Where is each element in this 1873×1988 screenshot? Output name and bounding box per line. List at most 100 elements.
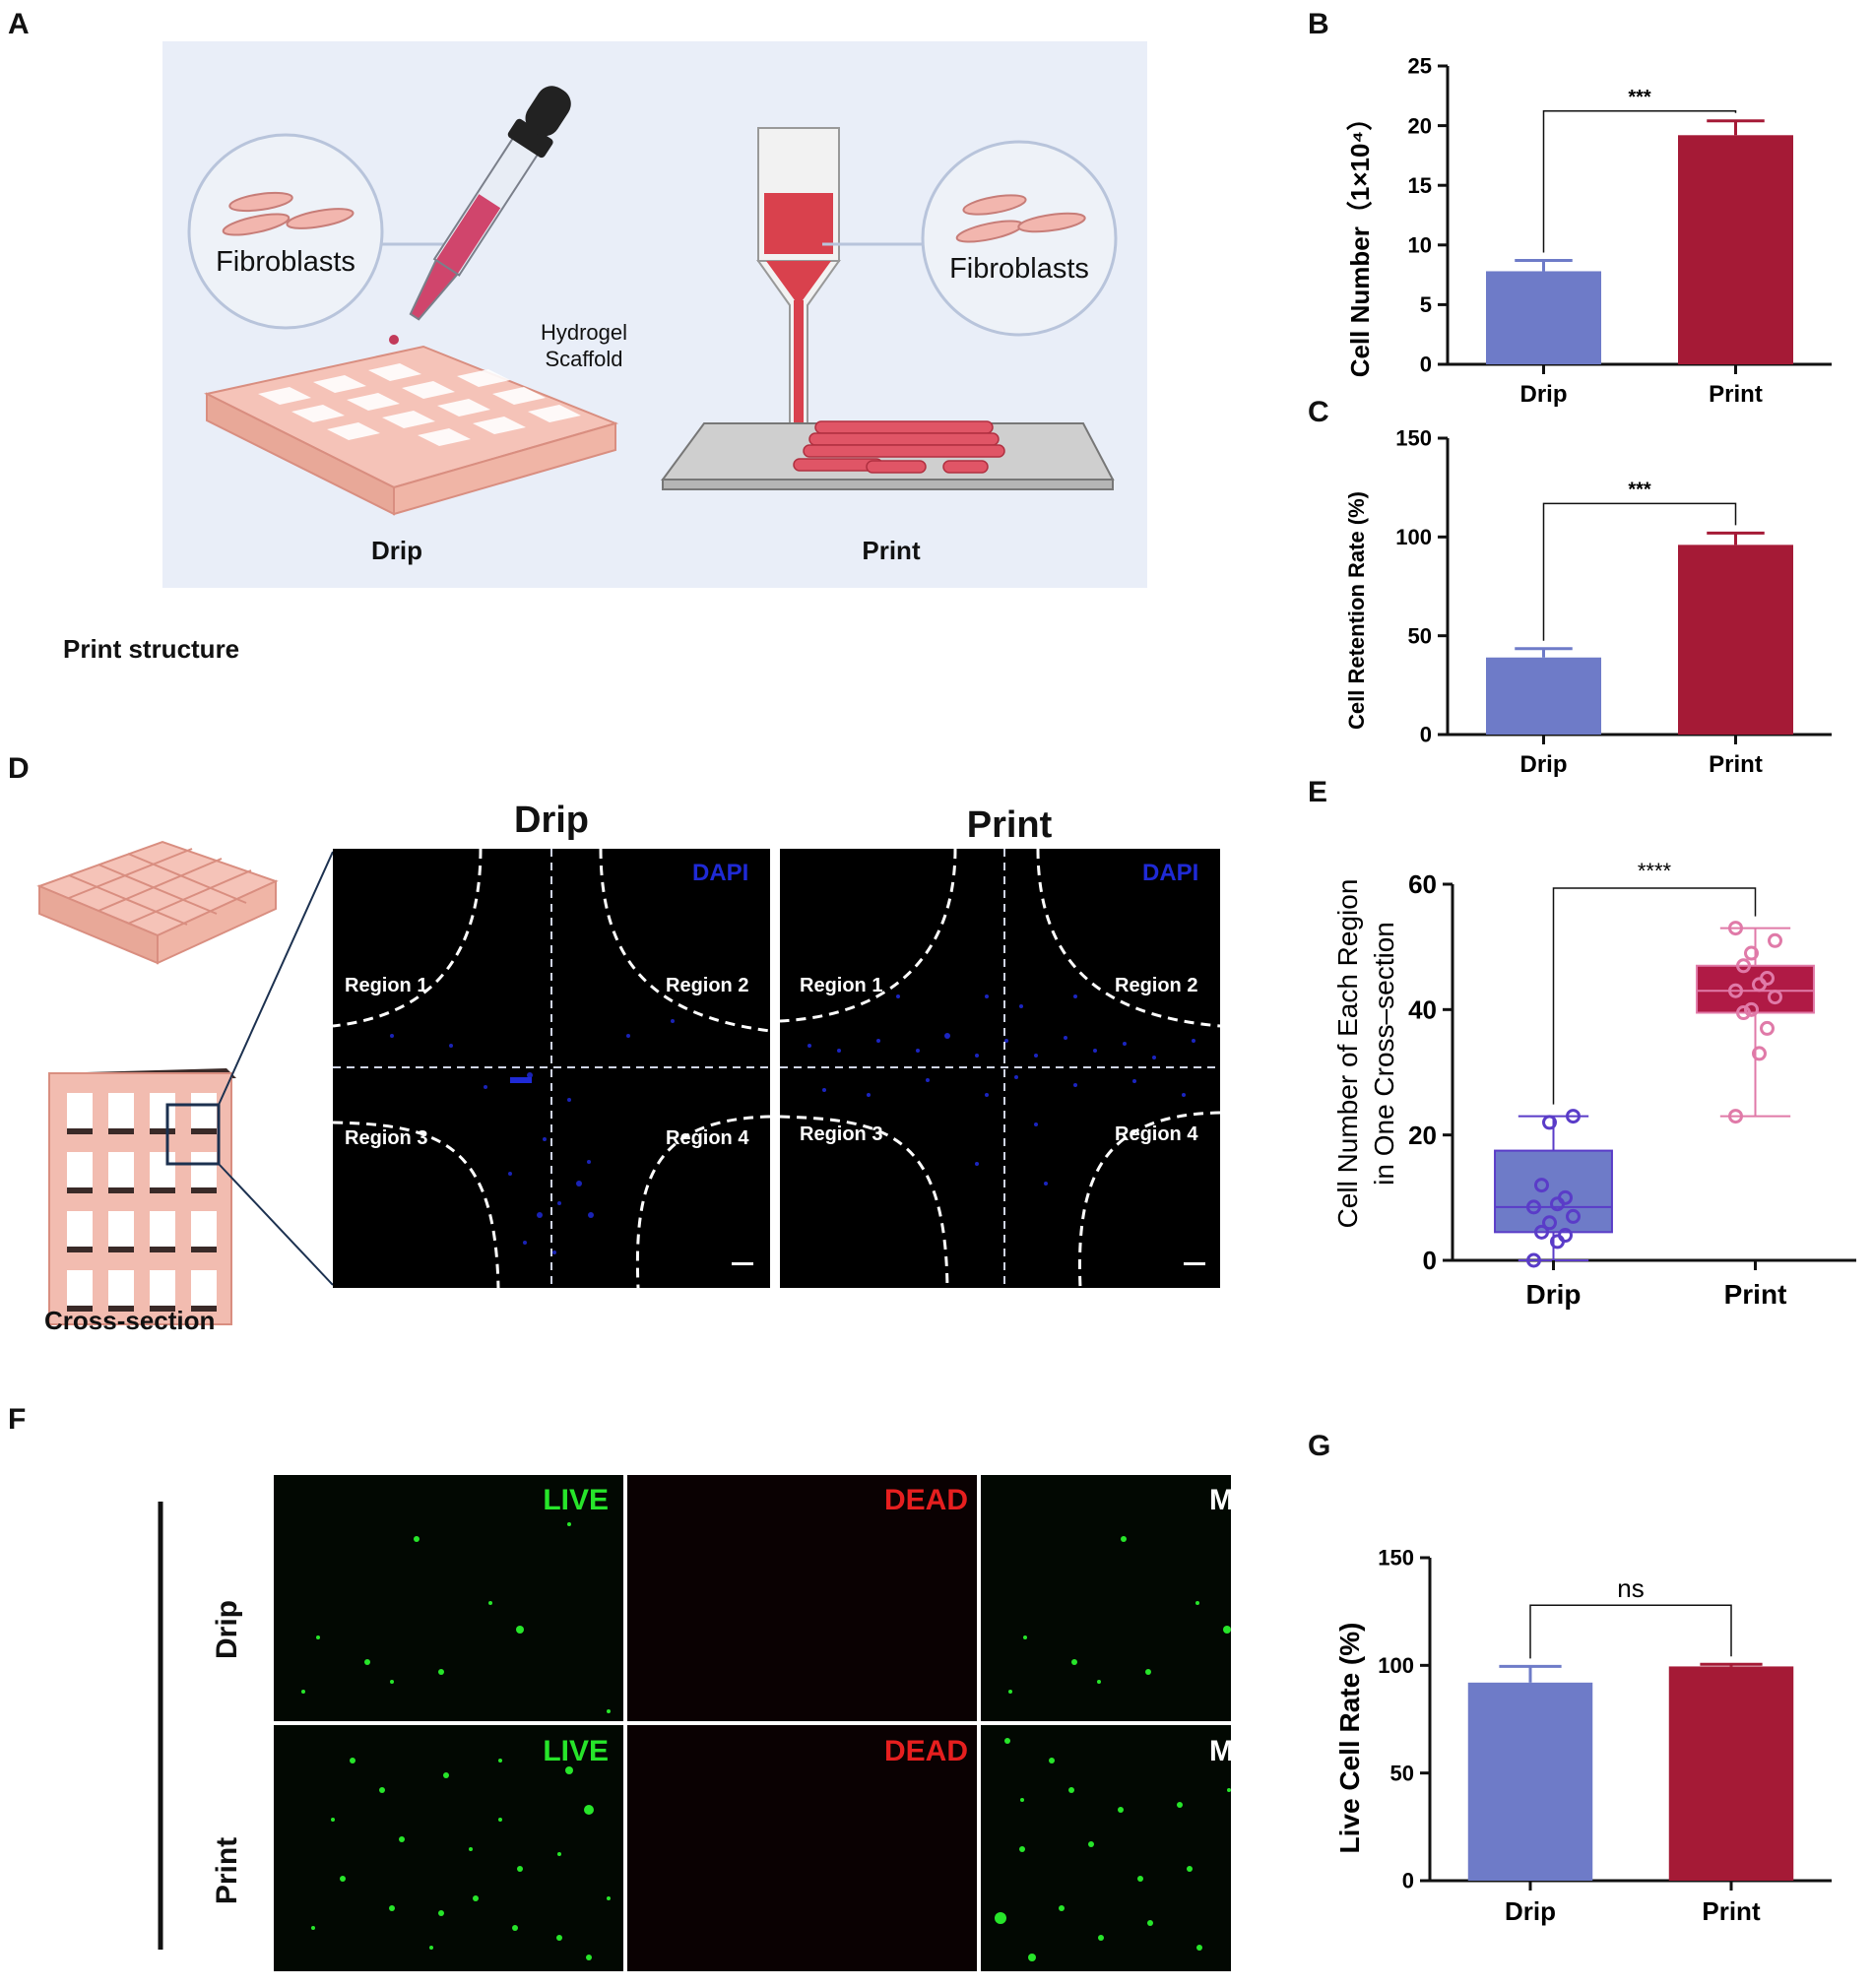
col-label-live-drip: LIVE [543, 1484, 609, 1516]
printer-nozzle-icon [756, 127, 924, 424]
chart-e-data-point [1736, 958, 1751, 974]
dapi-drip-title: Drip [514, 800, 589, 841]
dapi-label-print: DAPI [1142, 860, 1198, 886]
chart-g-ytick-label: 150 [1378, 1546, 1414, 1571]
image-drip-live [274, 1475, 623, 1721]
fibroblast-circle-left: Fibroblasts [187, 133, 384, 330]
chart-e-data-point [1744, 945, 1759, 961]
chart-c-ytick-label: 50 [1408, 623, 1432, 648]
col-label-merge-print: MERGE [1209, 1735, 1231, 1767]
chart-e: Cell Number of Each Region in One Cross–… [1332, 859, 1856, 1310]
scale-bar-drip [732, 1262, 753, 1265]
chart-e-data-point [1760, 1020, 1775, 1036]
dapi-image-drip: DAPI Region 1 Region 2 Region 3 Region 4 [332, 848, 771, 1289]
chart-b-significance-bracket [1542, 110, 1737, 253]
region-2-label-drip: Region 2 [666, 975, 748, 996]
hydrogel-scaffold-icon [204, 345, 619, 516]
dapi-print-title: Print [967, 804, 1053, 846]
zoom-box [165, 1103, 221, 1166]
chart-e-data-point [1744, 1001, 1759, 1017]
hydrogel-label-line1: Hydrogel [541, 320, 627, 345]
panel-letter-a: A [8, 8, 30, 40]
chart-g-bar-print [1668, 1666, 1794, 1881]
chart-e-data-point [1534, 1178, 1549, 1193]
chart-c-xtick-label: Drip [1520, 751, 1568, 778]
chart-c-bar-drip [1486, 657, 1601, 735]
chart-b-xtick-label: Drip [1520, 381, 1568, 408]
dapi-image-print: DAPI Region 1 Region 2 Region 3 Region 4 [779, 848, 1221, 1289]
region-1-label-drip: Region 1 [345, 975, 427, 996]
region-3-label-drip: Region 3 [345, 1127, 427, 1149]
merge-cells-drip [1008, 1536, 1231, 1694]
panel-f-images: Drip Print [158, 1475, 1231, 1971]
hydrogel-label-line2: Scaffold [545, 347, 622, 371]
chart-b-bar-print [1678, 135, 1793, 364]
chart-e-data-point [1768, 990, 1782, 1005]
panel-a-schematic: Fibroblasts [63, 41, 1147, 664]
chart-c-ytick-label: 100 [1395, 525, 1432, 549]
cross-section-scaffold-icon [48, 1068, 236, 1325]
chart-g-ylabel: Live Cell Rate (%) [1334, 1623, 1365, 1854]
region-2-label-print: Region 2 [1115, 975, 1197, 996]
chart-g-bar-drip [1467, 1682, 1593, 1881]
chart-g-xtick-label: Drip [1505, 1896, 1556, 1926]
panel-d-dapi-images: Drip Print DAPI Region 1 Region 2 Region… [332, 800, 1221, 1289]
chart-b-ytick-label: 5 [1420, 292, 1432, 317]
chart-e-data-point [1752, 1046, 1767, 1061]
merge-cells-print [995, 1738, 1231, 1961]
chart-b-ytick-label: 0 [1420, 353, 1432, 377]
row-label-print: Print [211, 1837, 243, 1904]
image-drip-merge [981, 1475, 1231, 1721]
dapi-label-drip: DAPI [692, 860, 748, 886]
dropper-icon [389, 86, 571, 345]
image-print-merge [981, 1725, 1231, 1971]
chart-g-xtick-label: Print [1702, 1896, 1761, 1926]
zoom-line-bottom [218, 1163, 334, 1286]
scale-bar-print [1184, 1262, 1205, 1265]
chart-e-data-point [1542, 1215, 1557, 1231]
chart-e-data-point [1534, 1224, 1549, 1240]
fibroblasts-label-left: Fibroblasts [216, 246, 355, 278]
chart-e-ylabel-line2: in One Cross–section [1369, 922, 1399, 1186]
chart-b-bar-drip [1486, 271, 1601, 364]
chart-c-xtick-label: Print [1709, 751, 1763, 778]
chart-e-data-point [1566, 1109, 1581, 1124]
chart-c-ylabel: Cell Retention Rate (%) [1344, 491, 1369, 730]
cross-section-label: Cross-section [44, 1306, 215, 1335]
chart-b-xtick-label: Print [1709, 381, 1763, 408]
chart-e-data-point [1566, 1208, 1581, 1224]
print-label: Print [862, 536, 921, 565]
chart-g-ytick-label: 0 [1402, 1869, 1414, 1893]
panel-letter-c: C [1308, 396, 1329, 428]
panel-letter-f: F [8, 1403, 27, 1436]
region-1-label-print: Region 1 [800, 975, 882, 996]
chart-e-data-point [1558, 1228, 1573, 1244]
image-print-dead [627, 1725, 977, 1971]
chart-g-ytick-label: 50 [1390, 1761, 1414, 1785]
scaffold-3d-icon [36, 840, 279, 965]
chart-g-significance-label: ns [1617, 1573, 1644, 1603]
chart-e-xtick-label: Drip [1526, 1279, 1582, 1310]
chart-b-significance-label: *** [1628, 87, 1651, 108]
drip-label: Drip [371, 536, 422, 565]
panel-letter-d: D [8, 752, 30, 785]
chart-c-significance-label: *** [1628, 479, 1651, 500]
chart-e-ytick-label: 40 [1408, 994, 1437, 1024]
chart-b-ytick-label: 10 [1408, 233, 1432, 258]
chart-e-significance-bracket [1552, 887, 1757, 1105]
chart-e-ylabel-line1: Cell Number of Each Region [1332, 879, 1363, 1229]
dapi-stain-drip [390, 1019, 675, 1254]
chart-e-data-point [1558, 1189, 1573, 1205]
region-3-label-print: Region 3 [800, 1123, 882, 1145]
print-platform-icon [661, 420, 1115, 490]
chart-b-ytick-label: 15 [1408, 173, 1432, 198]
chart-e-data-point [1728, 983, 1743, 998]
chart-e-data-point [1736, 1005, 1751, 1021]
chart-e-ytick-label: 20 [1408, 1121, 1437, 1150]
fibroblast-circle-right: Fibroblasts [921, 140, 1118, 337]
image-drip-dead [627, 1475, 977, 1721]
chart-c-significance-bracket [1542, 502, 1737, 641]
